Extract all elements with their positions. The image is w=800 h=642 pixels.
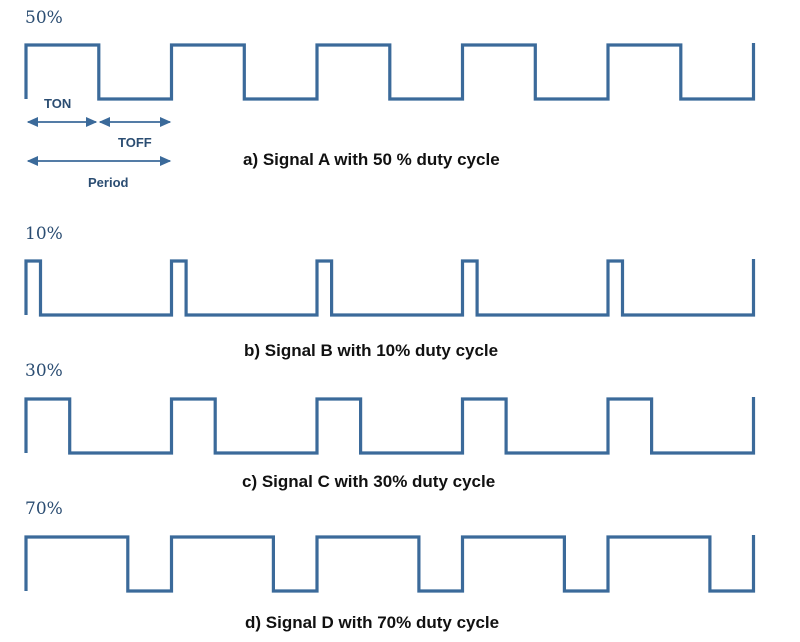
signal-d-duty-label: 70% (25, 499, 63, 519)
signal-a-caption: a) Signal A with 50 % duty cycle (243, 150, 500, 169)
signal-d-caption: d) Signal D with 70% duty cycle (245, 613, 499, 632)
signal-c-group: 30% c) Signal C with 30% duty cycle (24, 361, 756, 491)
signal-d-group: 70% d) Signal D with 70% duty cycle (24, 499, 756, 632)
ton-label: TON (44, 96, 71, 111)
signal-c-duty-label: 30% (25, 361, 63, 381)
signal-c-waveform (24, 397, 756, 455)
signal-c-caption: c) Signal C with 30% duty cycle (242, 472, 495, 491)
period-label: Period (88, 175, 129, 190)
signal-a-duty-label: 50% (25, 8, 63, 28)
signal-b-waveform (24, 259, 756, 317)
signal-a-group: 50% a) Signal A with 50 % duty cycle (24, 8, 756, 169)
signal-a-waveform (24, 43, 756, 101)
signal-b-group: 10% b) Signal B with 10% duty cycle (24, 224, 756, 360)
timing-annotations: TON TOFF Period (26, 96, 172, 190)
toff-label: TOFF (118, 135, 152, 150)
signal-d-waveform (24, 535, 756, 593)
signal-b-caption: b) Signal B with 10% duty cycle (244, 341, 498, 360)
signal-b-duty-label: 10% (25, 224, 63, 244)
